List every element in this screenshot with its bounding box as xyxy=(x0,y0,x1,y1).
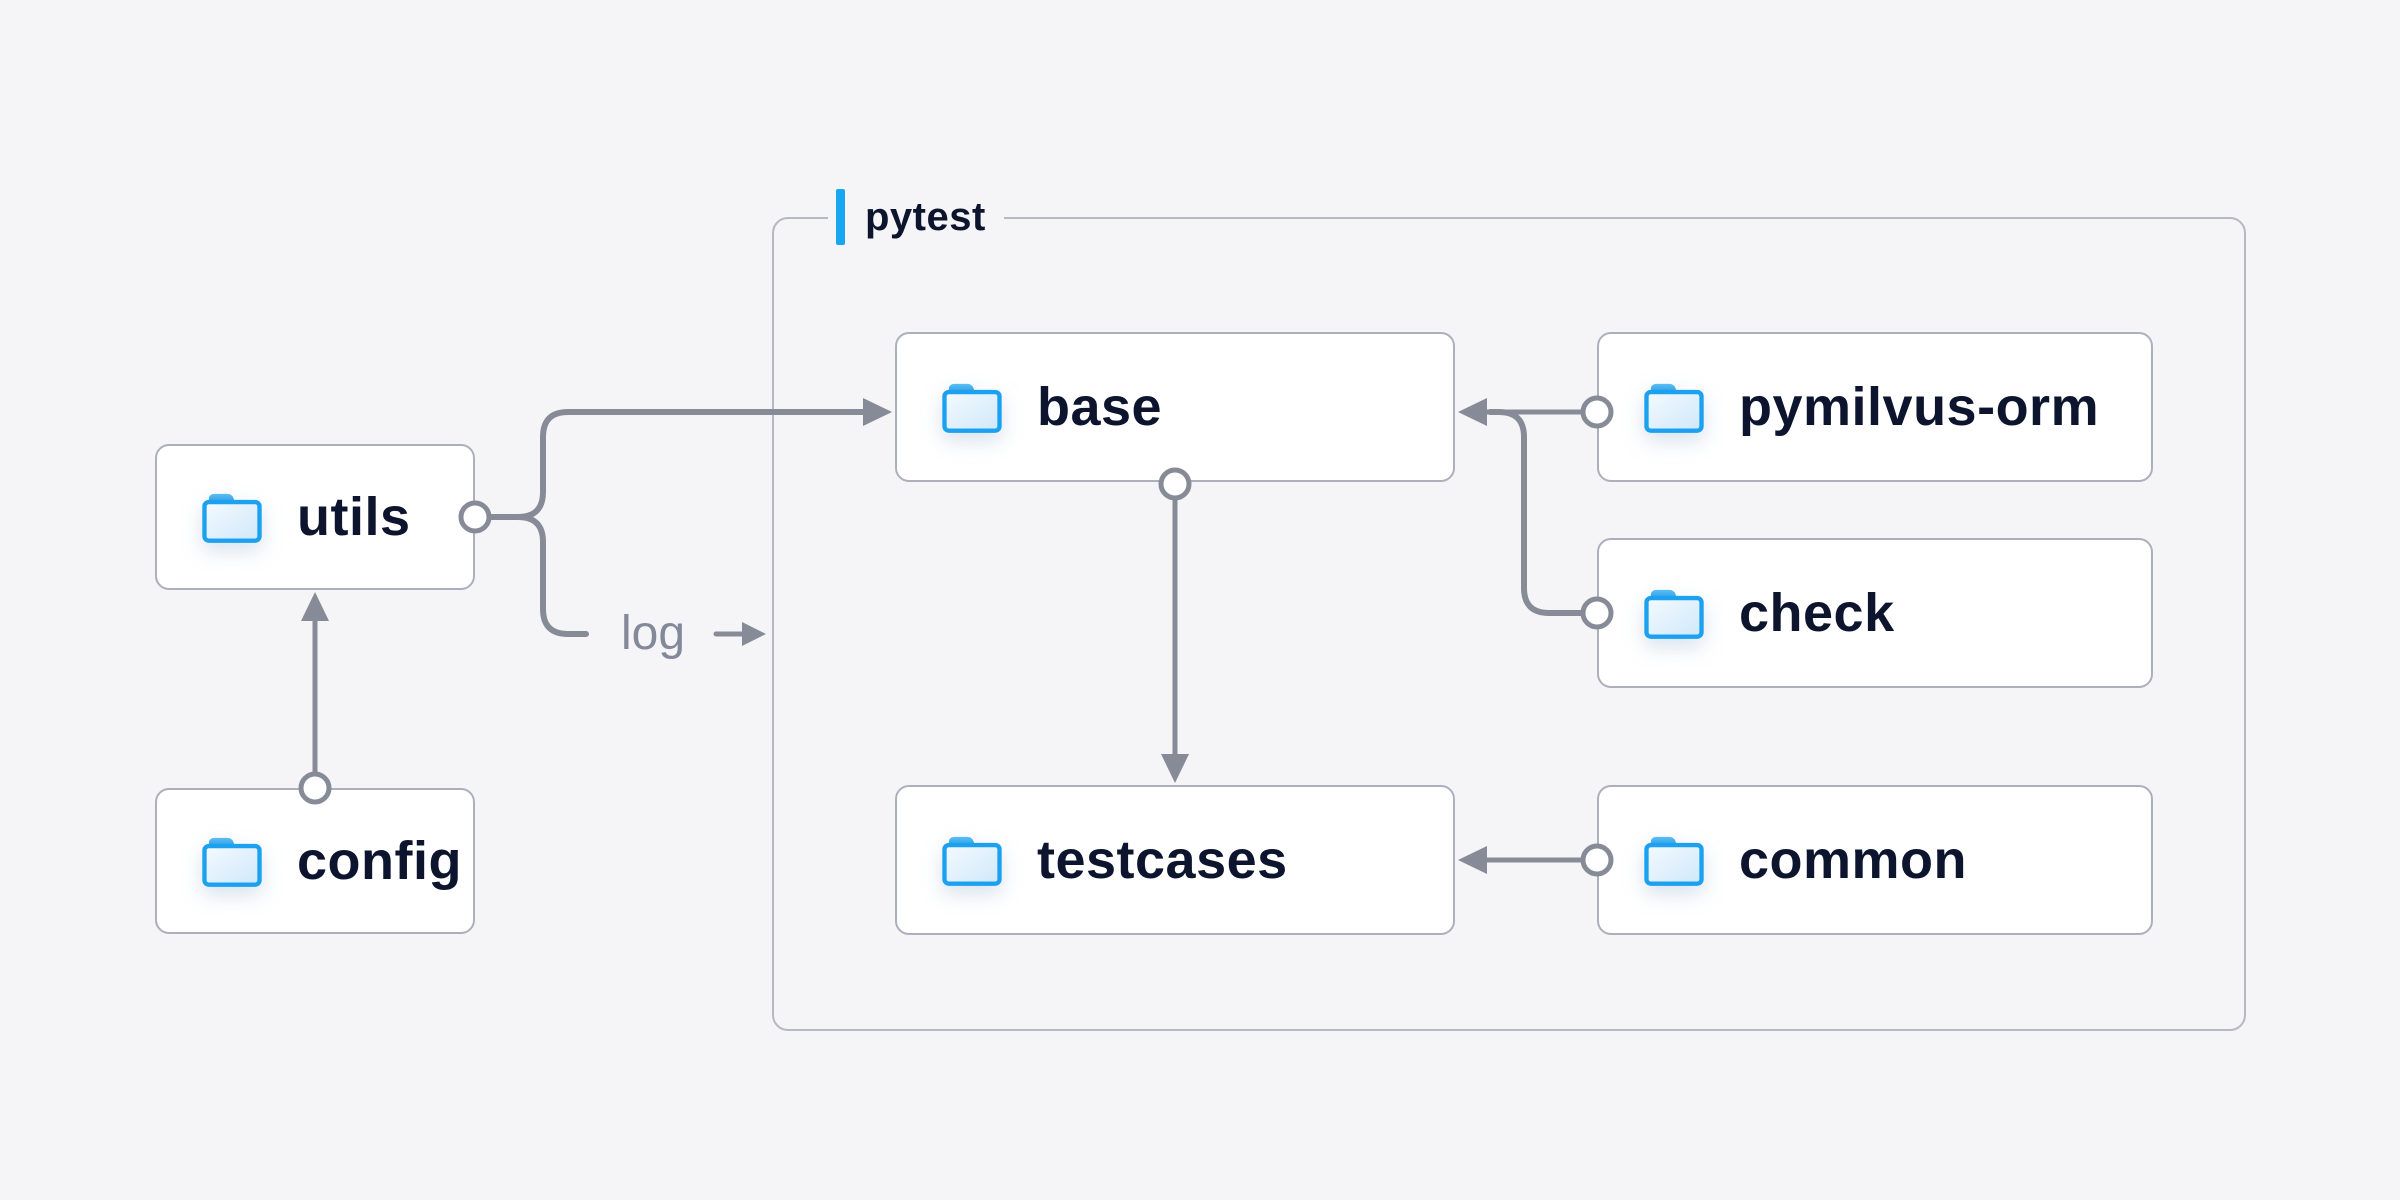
node-check-label: check xyxy=(1739,583,1895,643)
accent-bar-icon xyxy=(836,189,845,245)
edge-log-arrow xyxy=(713,622,766,646)
pytest-group-label: pytest xyxy=(828,185,1004,249)
node-pymilvus-orm-label: pymilvus-orm xyxy=(1739,377,2100,437)
node-common: common xyxy=(1597,785,2153,935)
edge-config-to-utils xyxy=(301,592,329,774)
pytest-group-label-text: pytest xyxy=(865,194,986,239)
folder-icon xyxy=(939,379,1005,435)
folder-icon xyxy=(1641,585,1707,641)
folder-icon xyxy=(939,832,1005,888)
node-common-label: common xyxy=(1739,830,1968,890)
node-testcases-label: testcases xyxy=(1037,830,1288,890)
folder-icon xyxy=(199,489,265,545)
node-base-label: base xyxy=(1037,377,1163,437)
node-utils-label: utils xyxy=(297,487,411,547)
node-utils: utils xyxy=(155,444,475,590)
edge-label-log: log xyxy=(620,607,686,660)
folder-icon xyxy=(199,833,265,889)
node-testcases: testcases xyxy=(895,785,1455,935)
node-check: check xyxy=(1597,538,2153,688)
folder-icon xyxy=(1641,832,1707,888)
folder-icon xyxy=(1641,379,1707,435)
pytest-group-container xyxy=(772,217,2246,1031)
node-base: base xyxy=(895,332,1455,482)
node-pymilvus-orm: pymilvus-orm xyxy=(1597,332,2153,482)
node-config-label: config xyxy=(297,831,462,891)
node-config: config xyxy=(155,788,475,934)
